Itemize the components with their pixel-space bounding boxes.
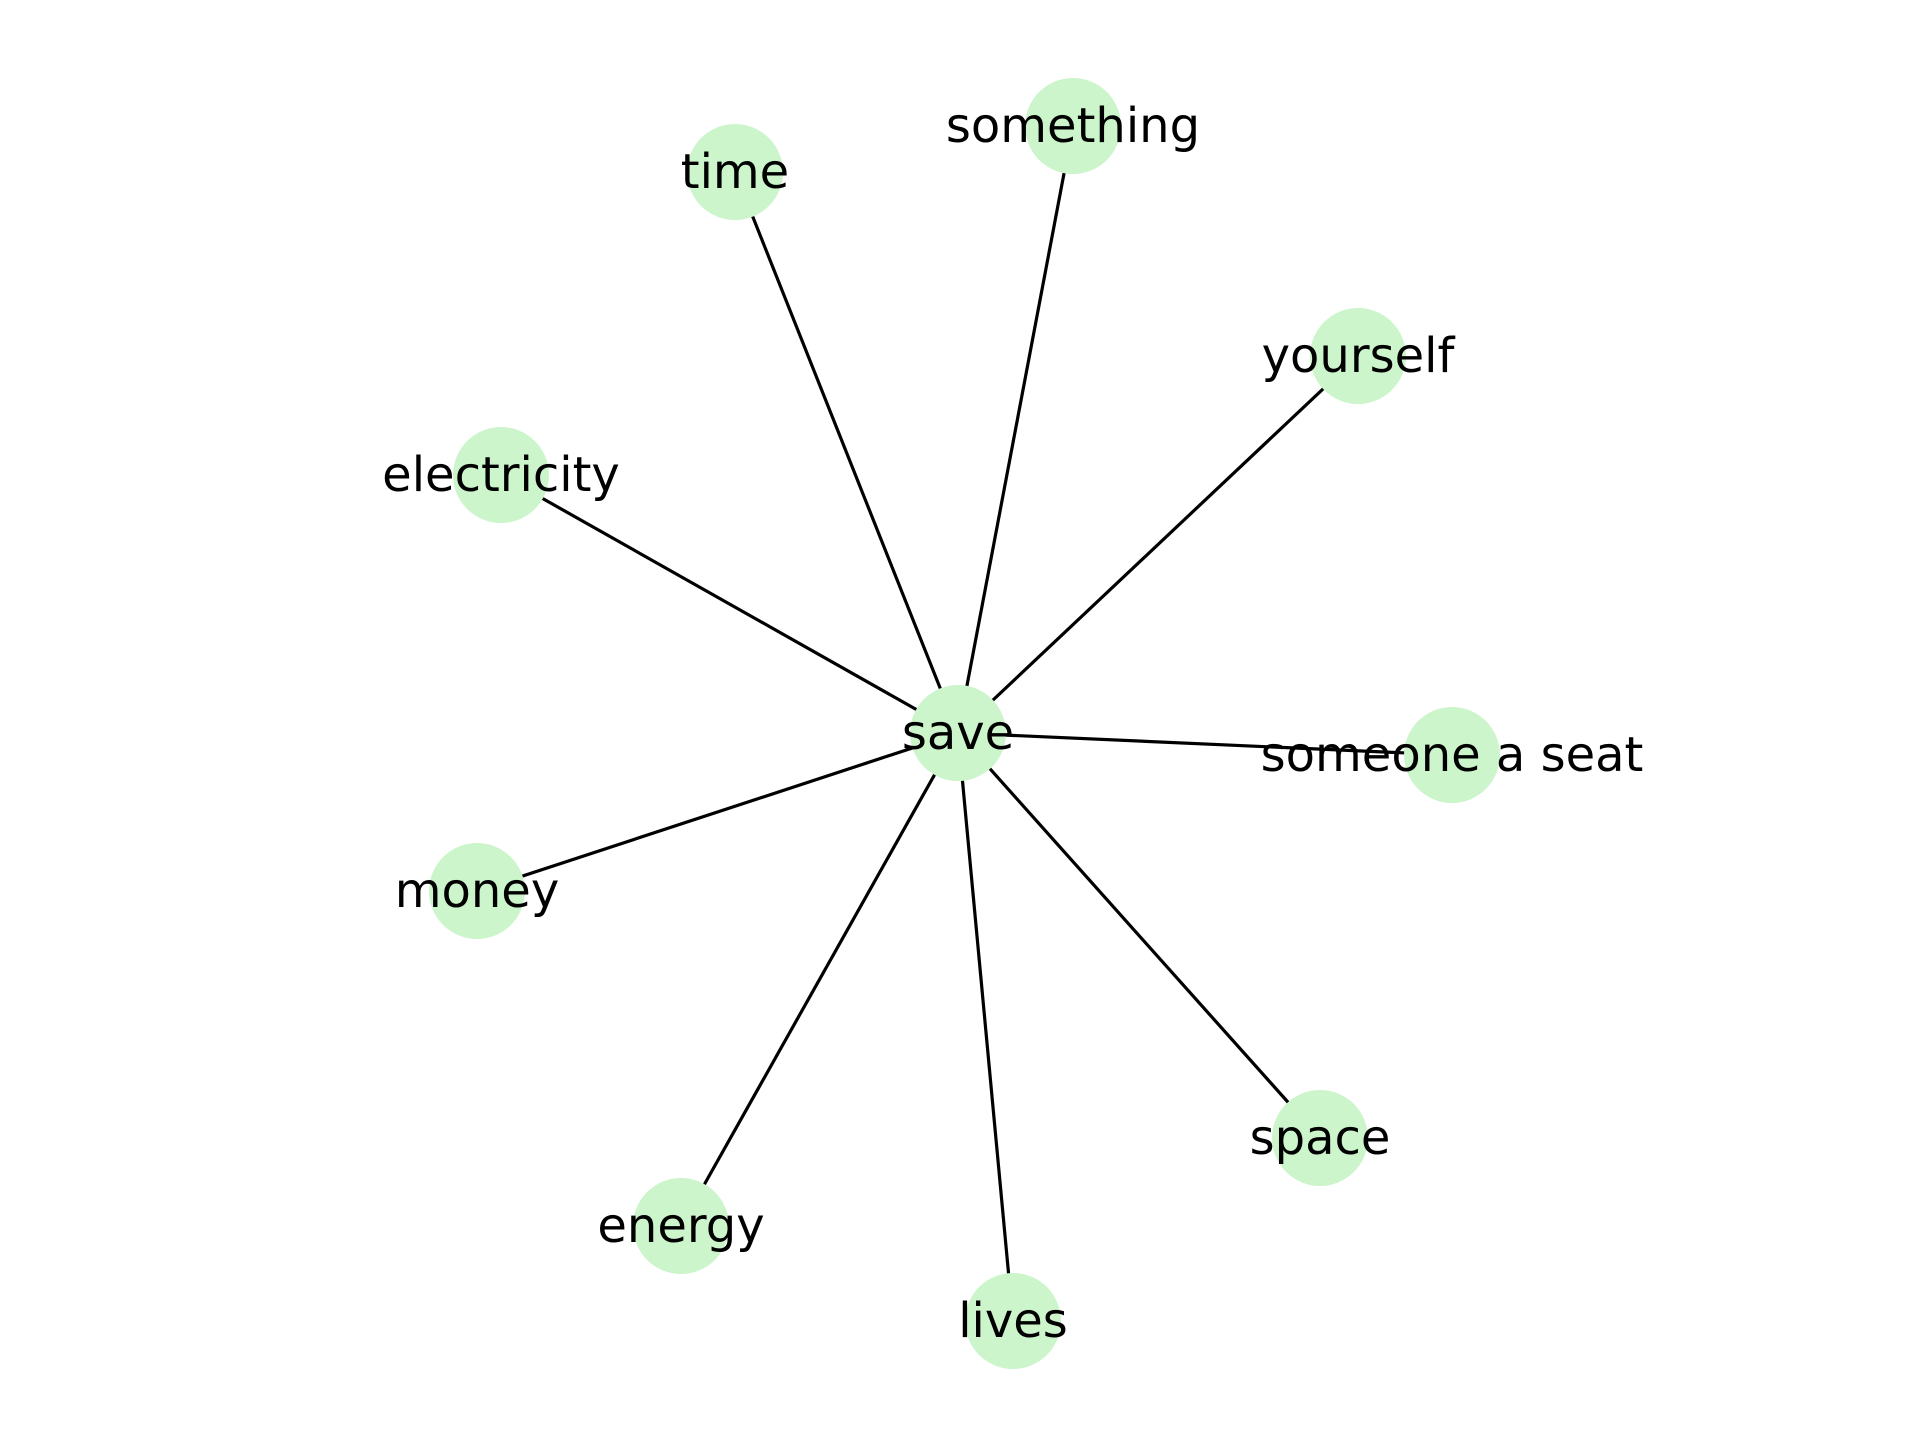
node-yourself-label: yourself: [1262, 328, 1456, 384]
edge-save-electricity: [500, 473, 959, 735]
node-space-label: space: [1250, 1110, 1391, 1166]
node-space[interactable]: space: [1250, 1090, 1391, 1186]
edge-save-lives: [956, 732, 1015, 1322]
edge-save-energy: [679, 732, 960, 1227]
node-energy-circle: [633, 1178, 729, 1274]
node-lives-circle: [965, 1273, 1061, 1369]
node-time-label: time: [681, 144, 789, 200]
node-yourself[interactable]: yourself: [1262, 308, 1456, 404]
node-money-label: money: [395, 863, 559, 919]
node-something-circle: [1025, 78, 1121, 174]
edge-save-yourself: [956, 354, 1360, 735]
nodes: save time something yourself electricity…: [382, 78, 1643, 1369]
node-electricity-circle: [453, 427, 549, 523]
node-someone-a-seat[interactable]: someone a seat: [1261, 707, 1644, 803]
node-someone-a-seat-label: someone a seat: [1261, 727, 1644, 783]
edge-save-time: [733, 171, 960, 734]
node-someone-a-seat-circle: [1404, 707, 1500, 803]
node-something-label: something: [946, 98, 1200, 154]
node-lives-label: lives: [958, 1293, 1068, 1349]
edges: [476, 125, 1453, 1322]
node-money-circle: [429, 843, 525, 939]
edge-save-something: [956, 125, 1075, 734]
edge-save-money: [476, 731, 959, 893]
node-energy[interactable]: energy: [597, 1178, 765, 1274]
node-something[interactable]: something: [946, 78, 1200, 174]
node-save-circle: [910, 685, 1006, 781]
node-money[interactable]: money: [395, 843, 559, 939]
node-electricity-label: electricity: [382, 447, 620, 503]
edge-save-space: [956, 731, 1322, 1140]
node-space-circle: [1272, 1090, 1368, 1186]
node-electricity[interactable]: electricity: [382, 427, 620, 523]
node-energy-label: energy: [597, 1198, 764, 1254]
node-yourself-circle: [1310, 308, 1406, 404]
node-save[interactable]: save: [902, 685, 1014, 781]
edge-save-someone-a-seat: [957, 731, 1453, 757]
node-time[interactable]: time: [681, 124, 789, 220]
node-save-label: save: [902, 705, 1014, 761]
node-lives[interactable]: lives: [958, 1273, 1068, 1369]
node-time-circle: [687, 124, 783, 220]
